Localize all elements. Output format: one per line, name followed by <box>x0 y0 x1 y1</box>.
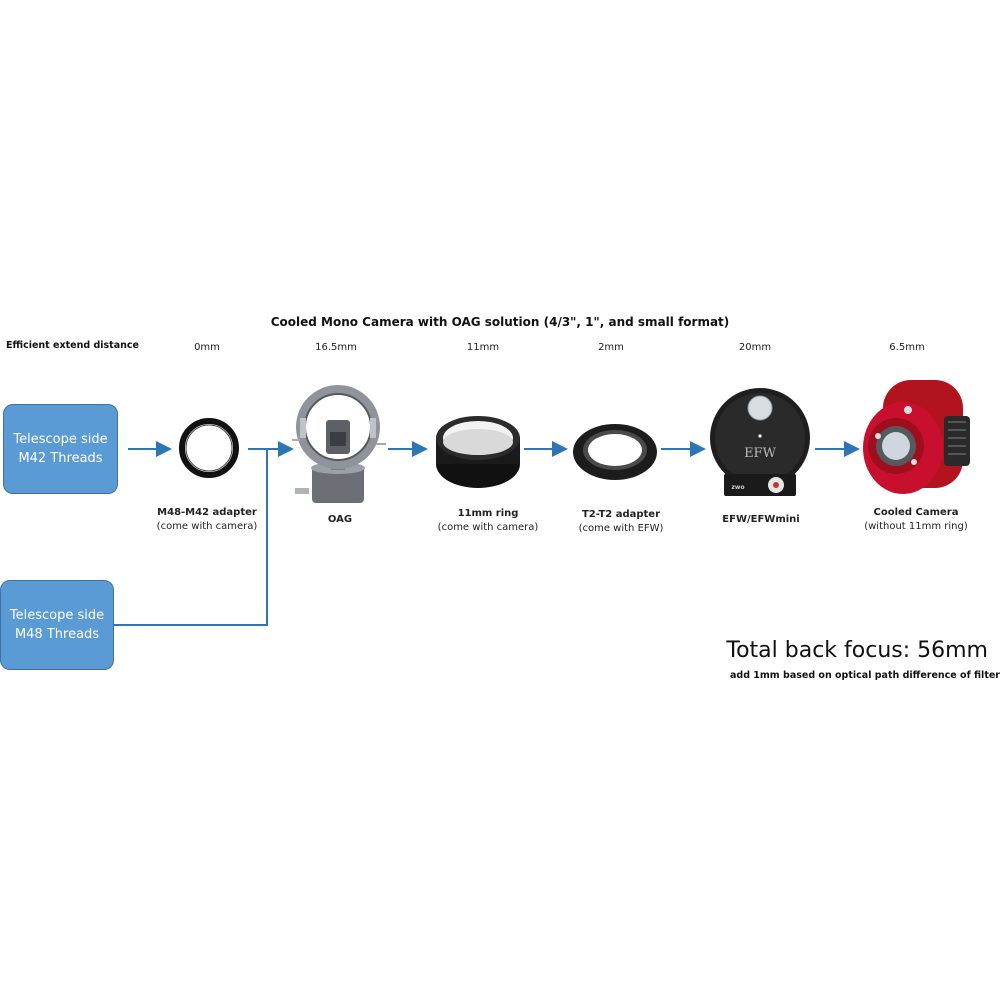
caption-cooled-camera: Cooled Camera (without 11mm ring) <box>846 506 986 534</box>
telescope-side-m48-line2: M48 Threads <box>14 627 100 642</box>
telescope-side-m48-line1: Telescope side <box>9 608 105 623</box>
efficient-distance-label: Efficient extend distance <box>6 340 139 351</box>
caption-oag-name: OAG <box>327 514 353 525</box>
caption-m48-m42-adapter: M48-M42 adapter (come with camera) <box>137 506 277 534</box>
cooled-camera-image <box>863 380 970 494</box>
telescope-side-m42-line2: M42 Threads <box>18 451 103 466</box>
caption-cooled-camera-name: Cooled Camera <box>873 507 959 518</box>
distance-t2-t2: 2mm <box>598 342 624 353</box>
efw-brand-text: zwo <box>731 484 744 491</box>
distance-camera: 6.5mm <box>889 342 925 353</box>
caption-efw: EFW/EFWmini <box>691 513 831 527</box>
telescope-side-m42-line1: Telescope side <box>13 432 108 447</box>
t2-t2-adapter-image <box>573 424 657 480</box>
caption-efw-name: EFW/EFWmini <box>722 514 800 525</box>
caption-t2-t2-adapter: T2-T2 adapter (come with EFW) <box>551 508 691 536</box>
caption-11mm-ring-sub: (come with camera) <box>437 522 539 533</box>
telescope-side-m48-box: Telescope side M48 Threads <box>0 580 114 670</box>
distance-m48-m42: 0mm <box>194 342 220 353</box>
11mm-ring-image <box>436 416 520 488</box>
oag-image <box>292 385 386 503</box>
telescope-side-m42-box: Telescope side M42 Threads <box>3 404 118 494</box>
m48-path-line <box>113 449 268 626</box>
filter-note: add 1mm based on optical path difference… <box>729 670 1000 681</box>
caption-m48-m42-adapter-sub: (come with camera) <box>156 521 258 532</box>
caption-11mm-ring: 11mm ring (come with camera) <box>418 507 558 535</box>
caption-t2-t2-adapter-name: T2-T2 adapter <box>581 509 661 520</box>
m48-m42-adapter-image <box>179 418 239 478</box>
caption-oag: OAG <box>270 513 410 527</box>
caption-m48-m42-adapter-name: M48-M42 adapter <box>157 507 257 518</box>
efw-image: EFW zwo <box>710 388 810 496</box>
caption-11mm-ring-name: 11mm ring <box>457 508 519 519</box>
caption-t2-t2-adapter-sub: (come with EFW) <box>578 523 664 534</box>
distance-11mm-ring: 11mm <box>466 342 500 353</box>
distance-efw: 20mm <box>738 342 772 353</box>
total-back-focus: Total back focus: 56mm <box>726 638 988 663</box>
diagram-title: Cooled Mono Camera with OAG solution (4/… <box>270 315 730 329</box>
efw-logo-text: EFW <box>744 446 777 461</box>
distance-oag: 16.5mm <box>315 342 357 353</box>
caption-cooled-camera-sub: (without 11mm ring) <box>864 521 968 532</box>
